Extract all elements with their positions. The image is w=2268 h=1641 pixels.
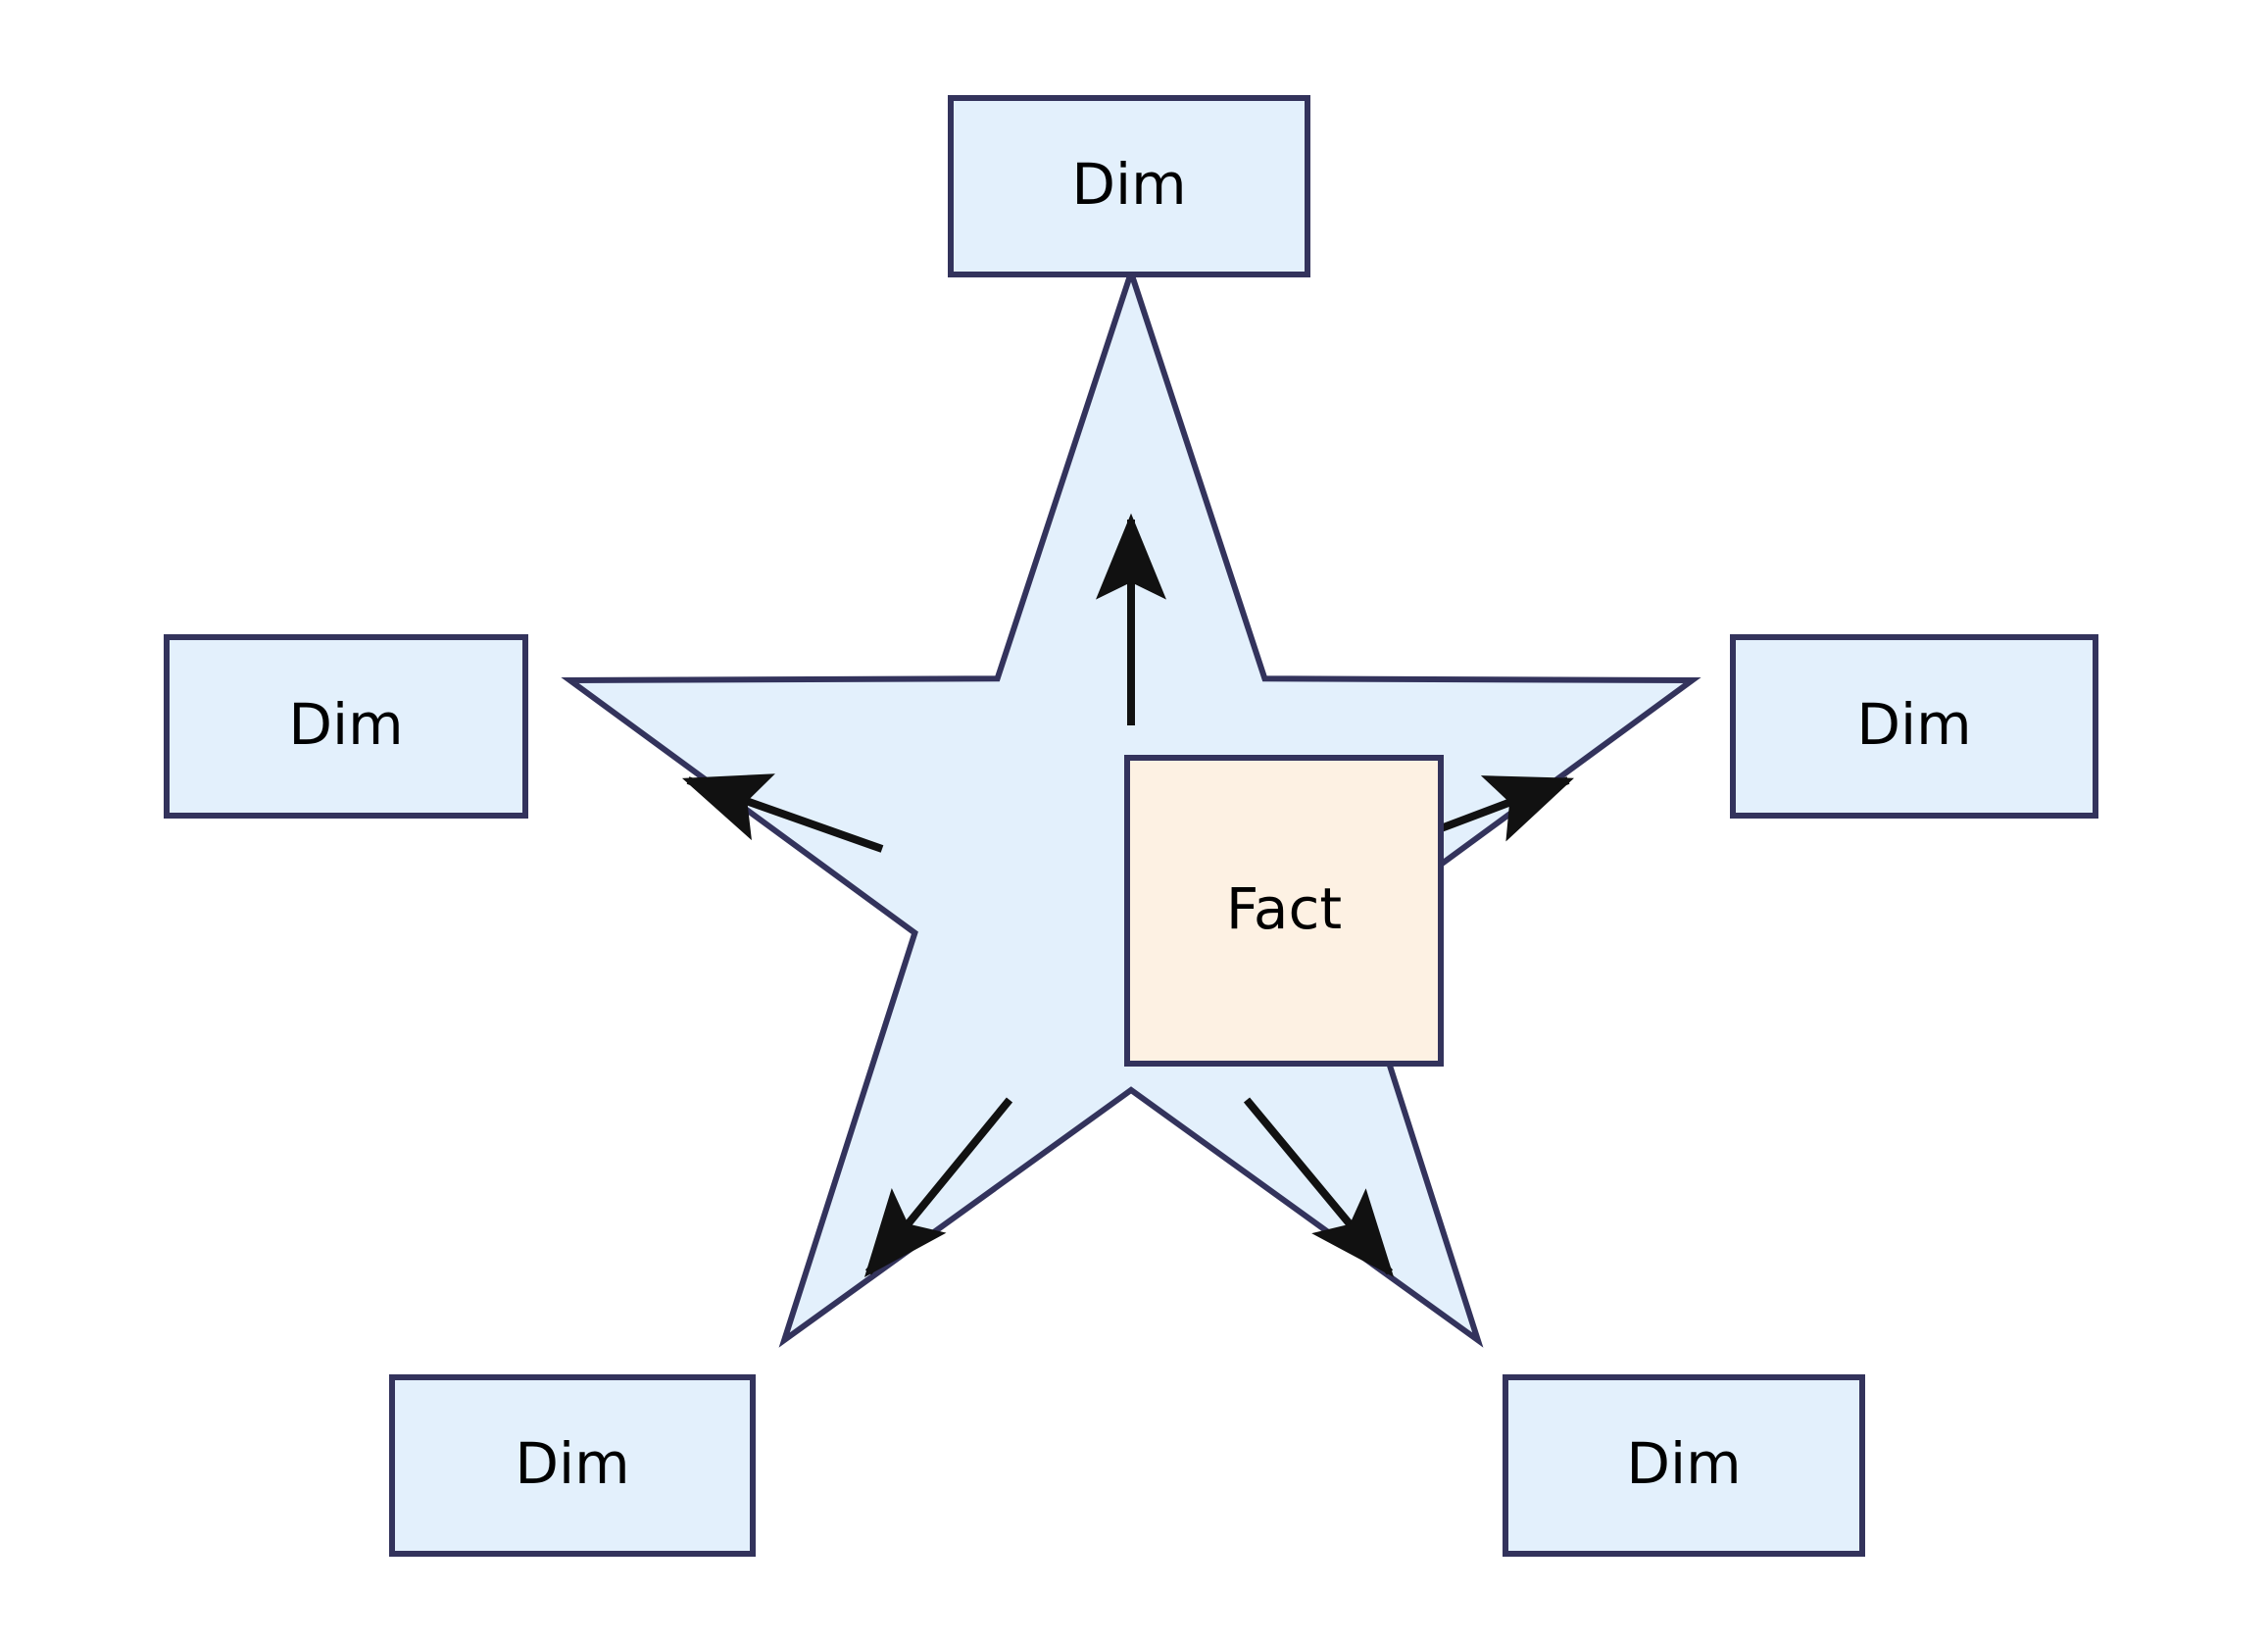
dimension-node-dim-bottom-right[interactable]: Dim bbox=[1503, 1374, 1865, 1557]
dim-top-box[interactable] bbox=[948, 95, 1310, 277]
dim-bottom-left-box[interactable] bbox=[389, 1374, 756, 1557]
fact-node[interactable]: Fact bbox=[1124, 755, 1444, 1067]
dim-bottom-right-box[interactable] bbox=[1503, 1374, 1865, 1557]
dim-right-label: Dim bbox=[1856, 691, 1971, 758]
arrow-upper-left bbox=[681, 773, 884, 853]
dim-left-label: Dim bbox=[288, 691, 403, 758]
dim-right-box[interactable] bbox=[1730, 634, 2098, 819]
dim-left-box[interactable] bbox=[164, 634, 528, 819]
fact-box[interactable] bbox=[1124, 755, 1444, 1067]
dim-bottom-right-label: Dim bbox=[1626, 1430, 1741, 1497]
dim-top-label: Dim bbox=[1071, 151, 1186, 218]
arrow-lower-left bbox=[863, 1097, 1013, 1277]
fact-label: Fact bbox=[1226, 875, 1342, 942]
arrow-lower-right bbox=[1243, 1097, 1395, 1277]
dimension-node-dim-left[interactable]: Dim bbox=[164, 634, 528, 819]
dimension-node-dim-bottom-left[interactable]: Dim bbox=[389, 1374, 756, 1557]
dimension-node-dim-right[interactable]: Dim bbox=[1730, 634, 2098, 819]
dimension-node-dim-top[interactable]: Dim bbox=[948, 95, 1310, 277]
dim-bottom-left-label: Dim bbox=[515, 1430, 629, 1497]
